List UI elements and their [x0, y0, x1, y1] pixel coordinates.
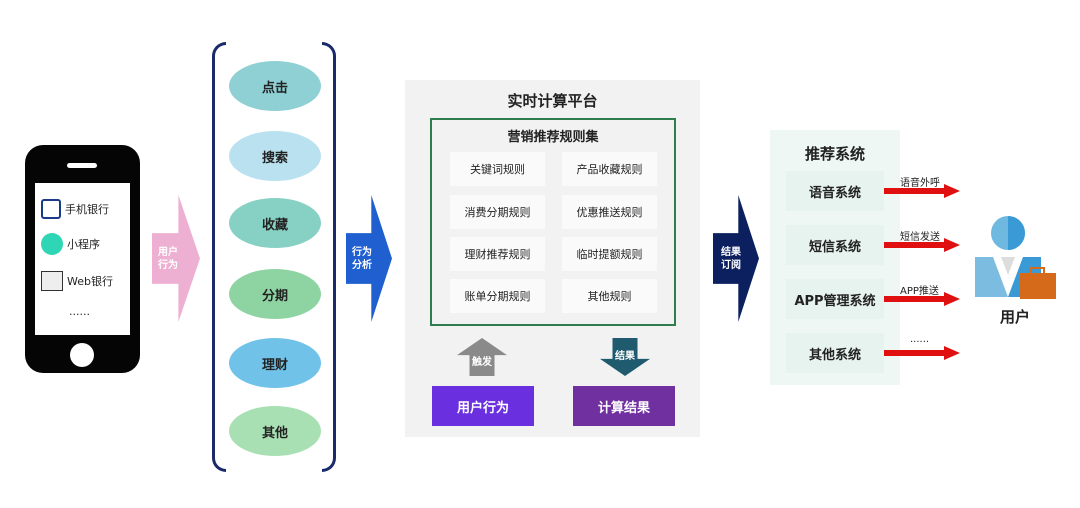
platform-title: 实时计算平台	[507, 92, 598, 110]
mini-program-icon	[41, 233, 63, 255]
red-arrow-icon	[884, 238, 960, 252]
channel-label: 短信发送	[900, 232, 940, 243]
phone: 手机银行 小程序 Web银行 ......	[25, 145, 140, 373]
system-voice: 语音系统	[786, 171, 884, 211]
app-web-bank: Web银行	[41, 271, 113, 291]
behavior-analysis-arrow: 行为分析	[346, 195, 392, 322]
user-icon	[975, 216, 1056, 299]
compute-result-button[interactable]: 计算结果	[573, 386, 675, 426]
ruleset-box	[430, 118, 676, 326]
rule-item: 临时提额规则	[562, 237, 657, 271]
behavior-click: 点击	[229, 61, 321, 111]
behavior-wealth: 理财	[229, 338, 321, 388]
app-mini-program: 小程序	[41, 233, 100, 255]
rule-item: 理财推荐规则	[450, 237, 545, 271]
mobile-bank-icon	[41, 199, 61, 219]
system-app: APP管理系统	[786, 279, 884, 319]
right-bracket	[322, 42, 336, 472]
rule-item: 产品收藏规则	[562, 152, 657, 186]
red-arrow-icon	[884, 346, 960, 360]
user-label: 用户	[999, 308, 1030, 326]
rule-item: 优惠推送规则	[562, 195, 657, 229]
result-subscribe-arrow: 结果订阅	[713, 195, 759, 322]
more-apps: ......	[69, 305, 90, 318]
phone-screen: 手机银行 小程序 Web银行 ......	[35, 183, 130, 335]
rule-item: 账单分期规则	[450, 279, 545, 313]
rule-item: 关键词规则	[450, 152, 545, 186]
user-behavior-arrow: 用户行为	[152, 195, 200, 322]
system-other: 其他系统	[786, 333, 884, 373]
behavior-other: 其他	[229, 406, 321, 456]
ruleset-title: 营销推荐规则集	[507, 130, 599, 145]
behavior-favorite: 收藏	[229, 198, 321, 248]
system-sms: 短信系统	[786, 225, 884, 265]
rule-item: 消费分期规则	[450, 195, 545, 229]
recommend-title: 推荐系统	[804, 145, 865, 163]
user-behavior-button[interactable]: 用户行为	[432, 386, 534, 426]
channel-label: APP推送	[900, 286, 939, 297]
home-button	[70, 343, 94, 367]
rule-item: 其他规则	[562, 279, 657, 313]
channel-label: ......	[910, 334, 930, 345]
phone-speaker	[67, 163, 97, 168]
web-bank-icon	[41, 271, 63, 291]
app-mobile-bank: 手机银行	[41, 199, 109, 219]
channel-label: 语音外呼	[900, 178, 940, 189]
left-bracket	[212, 42, 226, 472]
red-arrow-icon	[884, 184, 960, 198]
red-arrow-icon	[884, 292, 960, 306]
behavior-installment: 分期	[229, 269, 321, 319]
behavior-search: 搜索	[229, 131, 321, 181]
